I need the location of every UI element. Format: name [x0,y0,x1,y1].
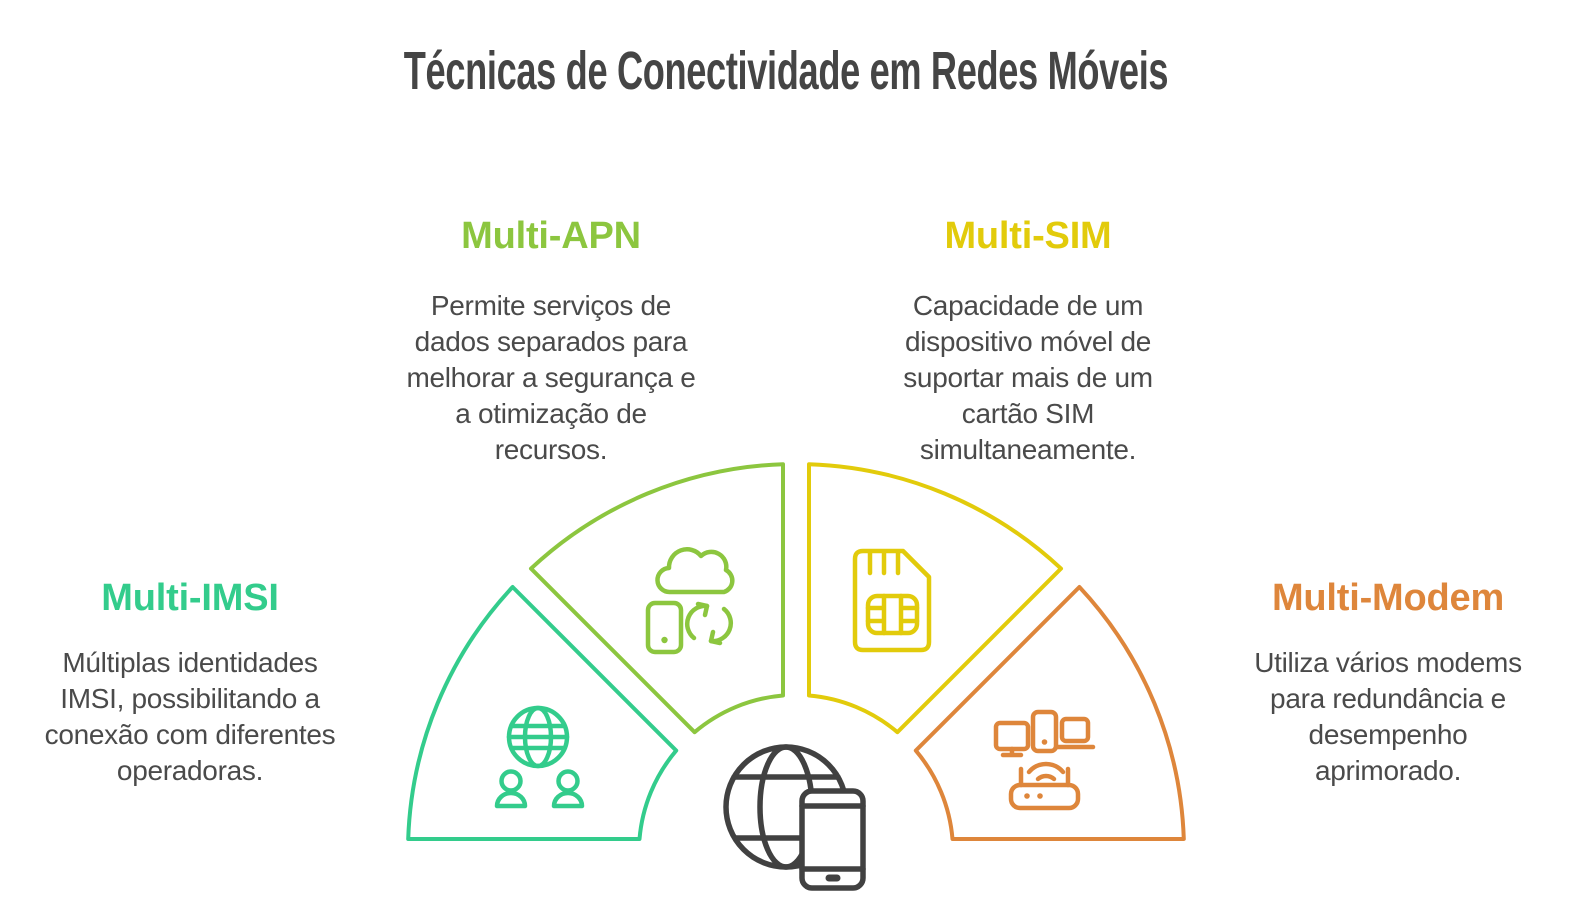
page-title: Técnicas de Conectividade em Redes Móvei… [403,41,1169,101]
multi-modem-heading: Multi-Modem [1271,577,1505,619]
cloud-device-sync-icon [645,547,735,655]
wedge-multi-imsi [406,585,679,841]
globe-smartphone-icon [723,744,866,891]
globe-users-icon [494,705,585,809]
multi-imsi-description: Múltiplas identidades IMSI, possibilitan… [44,647,336,786]
wedge-multi-sim [807,462,1063,735]
devices-router-icon [993,709,1096,811]
sim-card-icon [852,548,932,653]
multi-modem-description: Utiliza vários modems para redundância e… [1254,647,1522,786]
multi-sim-heading: Multi-SIM [944,215,1112,257]
wedge-multi-apn [529,462,785,735]
multi-imsi-heading: Multi-IMSI [101,577,279,619]
multi-sim-description: Capacidade de um dispositivo móvel de su… [903,290,1153,465]
multi-apn-heading: Multi-APN [461,215,641,257]
multi-apn-description: Permite serviços de dados separados para… [406,290,696,465]
wedge-multi-modem [913,585,1186,841]
